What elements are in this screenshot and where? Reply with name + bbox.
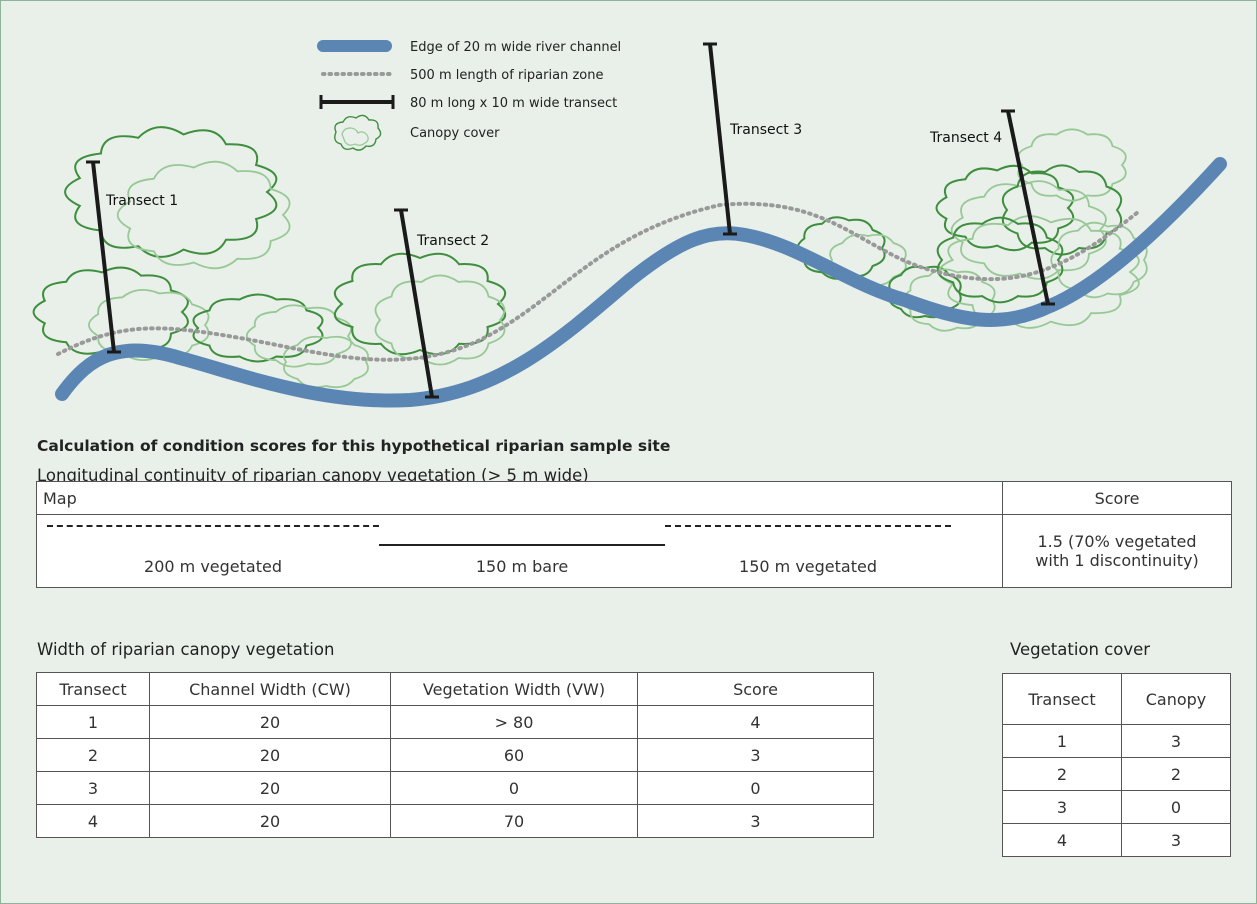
legend-canopy-label: Canopy cover bbox=[410, 126, 500, 141]
canopy-clump bbox=[1001, 164, 1123, 256]
table-cell: 70 bbox=[390, 804, 638, 838]
transect-4 bbox=[1001, 109, 1055, 306]
river-channel bbox=[55, 157, 1227, 408]
canopy-clump bbox=[333, 252, 507, 356]
table-cell: 1 bbox=[1002, 724, 1122, 758]
table-cell: 20 bbox=[149, 705, 391, 739]
continuity-map: 200 m vegetated 150 m bare 150 m vegetat… bbox=[36, 514, 1003, 588]
continuity-title: Longitudinal continuity of riparian cano… bbox=[37, 466, 589, 485]
transect-1 bbox=[86, 160, 121, 354]
column-header: Canopy bbox=[1121, 673, 1231, 725]
section-heading: Calculation of condition scores for this… bbox=[37, 437, 671, 455]
canopy-clump bbox=[1017, 128, 1127, 202]
riparian-diagram: Transect 1 Transect 2 Transect 3 Transec… bbox=[32, 40, 1227, 408]
transect-2 bbox=[394, 208, 439, 399]
table-cell: 4 bbox=[1002, 823, 1122, 857]
segment-label: 150 m vegetated bbox=[739, 557, 877, 576]
legend: Edge of 20 m wide river channel 500 m le… bbox=[317, 40, 621, 151]
column-header: Transect bbox=[36, 672, 150, 706]
table-cell: 0 bbox=[1121, 790, 1231, 824]
transect-1-label: Transect 1 bbox=[105, 193, 178, 209]
legend-river-label: Edge of 20 m wide river channel bbox=[410, 40, 621, 55]
table-row: 2 20 60 3 bbox=[36, 738, 874, 772]
transect-3-label: Transect 3 bbox=[729, 122, 802, 138]
table-row: 3 20 0 0 bbox=[36, 771, 874, 805]
continuity-score-line2: with 1 discontinuity) bbox=[1035, 551, 1199, 570]
canopy-clump bbox=[192, 293, 324, 363]
column-header: Vegetation Width (VW) bbox=[390, 672, 638, 706]
transect-3 bbox=[703, 42, 737, 236]
segment-label: 200 m vegetated bbox=[144, 557, 282, 576]
table-cell: 3 bbox=[637, 804, 874, 838]
table-header-row: Transect Canopy bbox=[1002, 673, 1231, 725]
table-cell: 2 bbox=[1121, 757, 1231, 791]
legend-riparian-label: 500 m length of riparian zone bbox=[410, 68, 603, 83]
table-cell: 3 bbox=[1121, 823, 1231, 857]
table-row: 4 20 70 3 bbox=[36, 804, 874, 838]
table-row: 2 2 bbox=[1002, 757, 1231, 791]
canopy-clump bbox=[245, 304, 352, 368]
map-header: Map bbox=[36, 481, 1003, 515]
legend-canopy-swatch bbox=[334, 114, 382, 151]
segment-bare: 150 m bare bbox=[379, 515, 665, 587]
table-row: 4 3 bbox=[1002, 823, 1231, 857]
canopy-layer bbox=[32, 126, 1148, 389]
table-cell: 2 bbox=[1002, 757, 1122, 791]
canopy-clump bbox=[64, 126, 278, 258]
table-cell: 3 bbox=[1121, 724, 1231, 758]
table-cell: 4 bbox=[637, 705, 874, 739]
table-cell: 4 bbox=[36, 804, 150, 838]
table-row: 1 3 bbox=[1002, 724, 1231, 758]
table-cell: 3 bbox=[36, 771, 150, 805]
canopy-clump bbox=[950, 180, 1107, 280]
continuity-score-line1: 1.5 (70% vegetated bbox=[1037, 532, 1197, 551]
cover-title: Vegetation cover bbox=[1010, 640, 1151, 659]
table-row: 3 0 bbox=[1002, 790, 1231, 824]
table-cell: 20 bbox=[149, 804, 391, 838]
column-header: Channel Width (CW) bbox=[149, 672, 391, 706]
segment-vegetated-1: 200 m vegetated bbox=[47, 515, 379, 587]
transect-2-label: Transect 2 bbox=[416, 233, 489, 249]
cover-table: Transect Canopy 1 3 2 2 3 0 4 3 bbox=[1002, 673, 1231, 857]
table-header-row: Transect Channel Width (CW) Vegetation W… bbox=[36, 672, 874, 706]
transect-4-label: Transect 4 bbox=[929, 130, 1002, 146]
canopy-clump bbox=[829, 233, 907, 287]
riparian-zone-line bbox=[56, 201, 1140, 362]
canopy-clump bbox=[116, 160, 291, 270]
column-header: Transect bbox=[1002, 673, 1122, 725]
canopy-clump bbox=[374, 274, 506, 366]
segment-vegetated-2: 150 m vegetated bbox=[665, 515, 951, 587]
canopy-clump bbox=[1050, 221, 1148, 299]
table-row: 1 20 > 80 4 bbox=[36, 705, 874, 739]
table-cell: 0 bbox=[390, 771, 638, 805]
table-cell: 3 bbox=[637, 738, 874, 772]
continuity-score: 1.5 (70% vegetated with 1 discontinuity) bbox=[1002, 514, 1232, 588]
column-header: Score bbox=[637, 672, 874, 706]
width-table: Transect Channel Width (CW) Vegetation W… bbox=[36, 672, 874, 838]
table-cell: 1 bbox=[36, 705, 150, 739]
legend-transect-label: 80 m long x 10 m wide transect bbox=[410, 96, 617, 111]
score-header: Score bbox=[1002, 481, 1232, 515]
table-cell: 20 bbox=[149, 771, 391, 805]
table-cell: 0 bbox=[637, 771, 874, 805]
table-cell: > 80 bbox=[390, 705, 638, 739]
width-title: Width of riparian canopy vegetation bbox=[37, 640, 335, 659]
table-cell: 2 bbox=[36, 738, 150, 772]
segment-label: 150 m bare bbox=[475, 557, 569, 576]
table-cell: 20 bbox=[149, 738, 391, 772]
table-cell: 60 bbox=[390, 738, 638, 772]
legend-transect-swatch bbox=[319, 95, 395, 109]
table-cell: 3 bbox=[1002, 790, 1122, 824]
canopy-clump bbox=[283, 335, 369, 389]
continuity-table: Map Score 200 m vegetated 150 m bare 150… bbox=[36, 481, 1232, 588]
